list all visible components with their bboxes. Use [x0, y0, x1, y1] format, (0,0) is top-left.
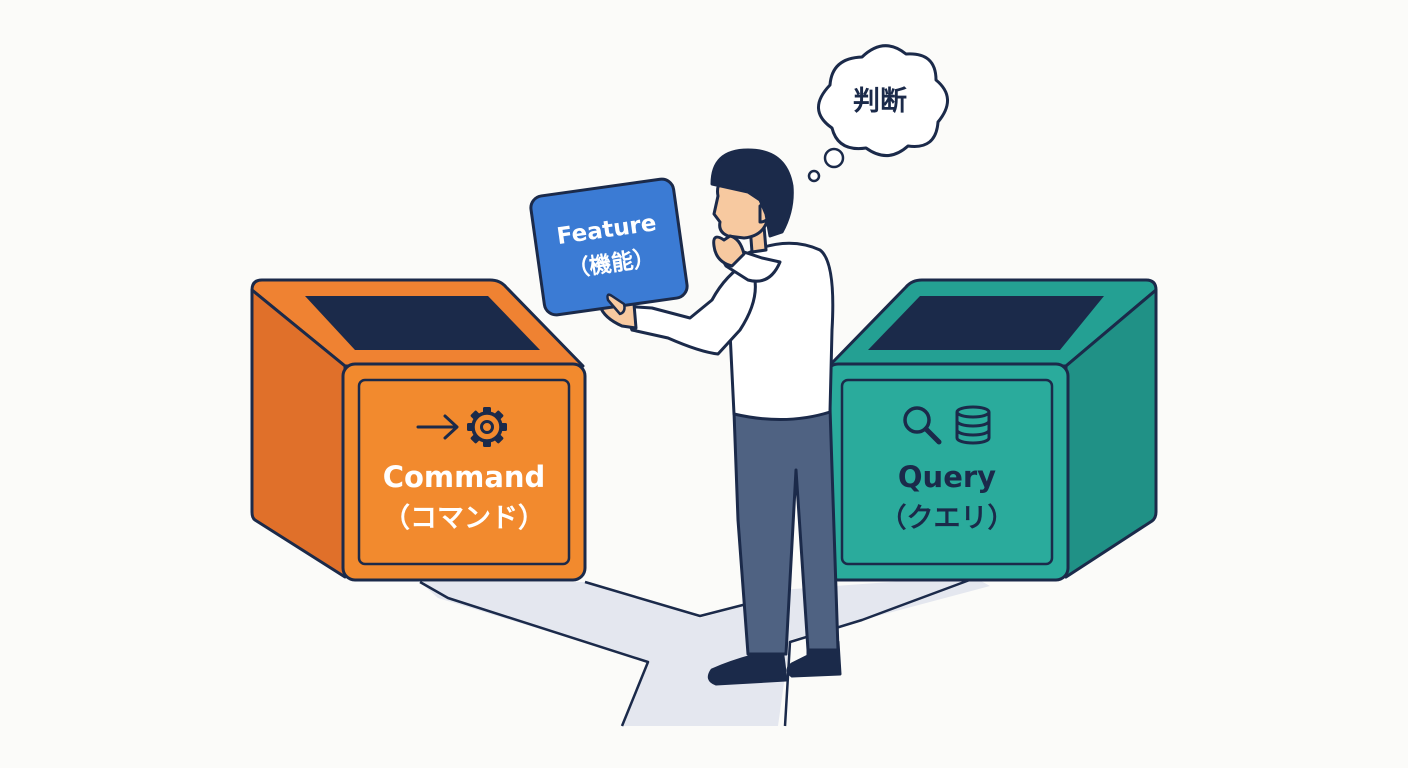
thought-dot-small — [807, 169, 821, 183]
left-shoe — [707, 646, 788, 686]
command-bin-panel — [357, 378, 571, 566]
gear-icon — [467, 407, 507, 447]
chin-hand — [712, 234, 746, 268]
thought-dot-large — [823, 147, 845, 169]
query-bin-panel — [840, 378, 1054, 566]
arrow-right-icon — [416, 414, 459, 440]
query-subtitle: （クエリ） — [880, 503, 1015, 534]
database-icon — [955, 405, 991, 445]
thought-bubble: 判断 — [807, 44, 949, 183]
extended-arm — [620, 260, 757, 356]
hair — [710, 148, 794, 238]
trousers — [732, 406, 840, 656]
search-icon — [903, 406, 942, 445]
command-bin-slot — [305, 296, 540, 350]
query-bin: Query （クエリ） — [824, 278, 1158, 582]
command-title: Command — [383, 460, 546, 494]
query-bin-slot — [868, 296, 1104, 350]
thought-cloud — [817, 44, 949, 157]
person — [598, 148, 842, 686]
command-bin-side — [250, 288, 347, 579]
thought-text: 判断 — [853, 86, 907, 117]
feature-card: Feature （機能） — [529, 177, 689, 317]
command-bin: Command （コマンド） — [250, 278, 587, 582]
query-bin-side — [1064, 288, 1158, 579]
command-subtitle: （コマンド） — [383, 503, 545, 534]
command-bin-front — [341, 362, 587, 582]
forked-path — [419, 576, 990, 727]
card-fingers — [606, 293, 626, 316]
query-title: Query — [898, 460, 996, 494]
